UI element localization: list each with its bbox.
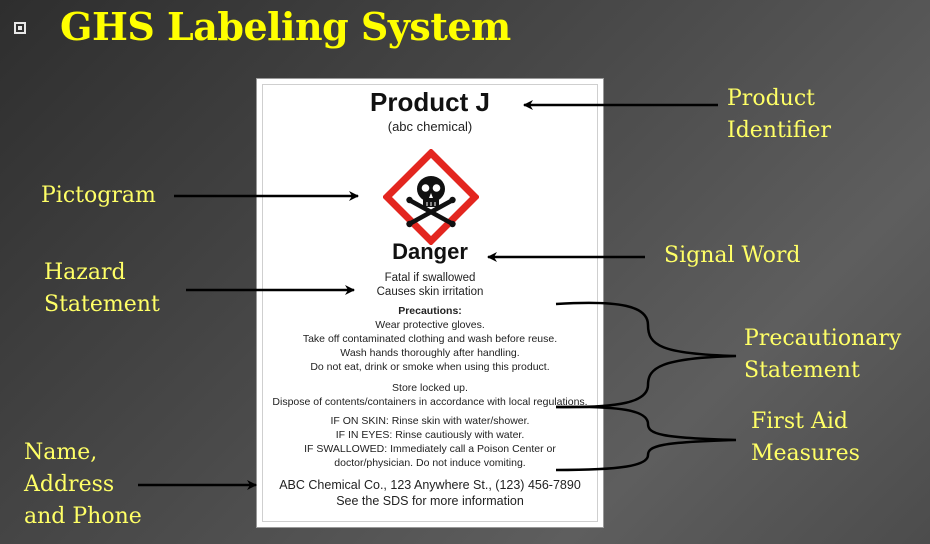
precaution-line: Wash hands thoroughly after handling.: [340, 347, 520, 359]
skull-crossbones-icon: [383, 149, 479, 245]
signal-word: Danger: [392, 239, 468, 264]
callout-line: Address: [24, 472, 115, 497]
callout-line: Precautionary: [744, 326, 902, 351]
precaution-line: Take off contaminated clothing and wash …: [302, 333, 558, 345]
callout-line: Statement: [744, 358, 860, 383]
ghs-label: Product J (abc chemical) Danger Fatal if…: [256, 78, 604, 528]
first-aid-line: IF ON SKIN: Rinse skin with water/shower…: [330, 415, 530, 427]
storage-line: Store locked up.: [392, 382, 468, 394]
product-subtitle: (abc chemical): [387, 119, 473, 134]
callout-line: First Aid: [751, 409, 848, 434]
square-bullet-icon: [14, 22, 26, 34]
brace-first-aid: [555, 405, 737, 472]
callout-line: Signal Word: [664, 243, 801, 268]
callout-line: Pictogram: [41, 183, 156, 208]
hazard-line: Fatal if swallowed: [384, 272, 476, 284]
company-line: ABC Chemical Co., 123 Anywhere St., (123…: [279, 478, 581, 492]
callout-line: and Phone: [24, 504, 142, 529]
first-aid-line: doctor/physician. Do not induce vomiting…: [334, 457, 526, 469]
callout-line: Statement: [44, 292, 160, 317]
precaution-line: Wear protective gloves.: [375, 319, 485, 331]
first-aid-line: IF SWALLOWED: Immediately call a Poison …: [304, 443, 556, 455]
product-name: Product J: [370, 87, 490, 117]
callout-product-identifier: Product Identifier: [727, 83, 831, 147]
brace-precautionary: [555, 301, 737, 409]
slide-title: GHS Labeling System: [60, 4, 511, 49]
callout-line: Measures: [751, 441, 860, 466]
callout-signal-word: Signal Word: [664, 240, 800, 272]
company-line: See the SDS for more information: [336, 494, 524, 508]
callout-line: Product: [727, 86, 815, 111]
callout-precautionary-statement: Precautionary Statement: [744, 323, 901, 387]
precautions-heading: Precautions:: [398, 305, 462, 317]
callout-first-aid-measures: First Aid Measures: [751, 406, 860, 470]
callout-line: Hazard: [44, 260, 126, 285]
callout-pictogram: Pictogram: [41, 180, 156, 212]
hazard-line: Causes skin irritation: [376, 286, 484, 298]
callout-line: Identifier: [727, 118, 832, 143]
callout-hazard-statement: Hazard Statement: [44, 257, 160, 321]
first-aid-line: IF IN EYES: Rinse cautiously with water.: [335, 429, 525, 441]
storage-line: Dispose of contents/containers in accord…: [272, 396, 588, 408]
callout-line: Name,: [24, 440, 98, 465]
precaution-line: Do not eat, drink or smoke when using th…: [310, 361, 550, 373]
callout-name-address-phone: Name, Address and Phone: [24, 437, 142, 533]
